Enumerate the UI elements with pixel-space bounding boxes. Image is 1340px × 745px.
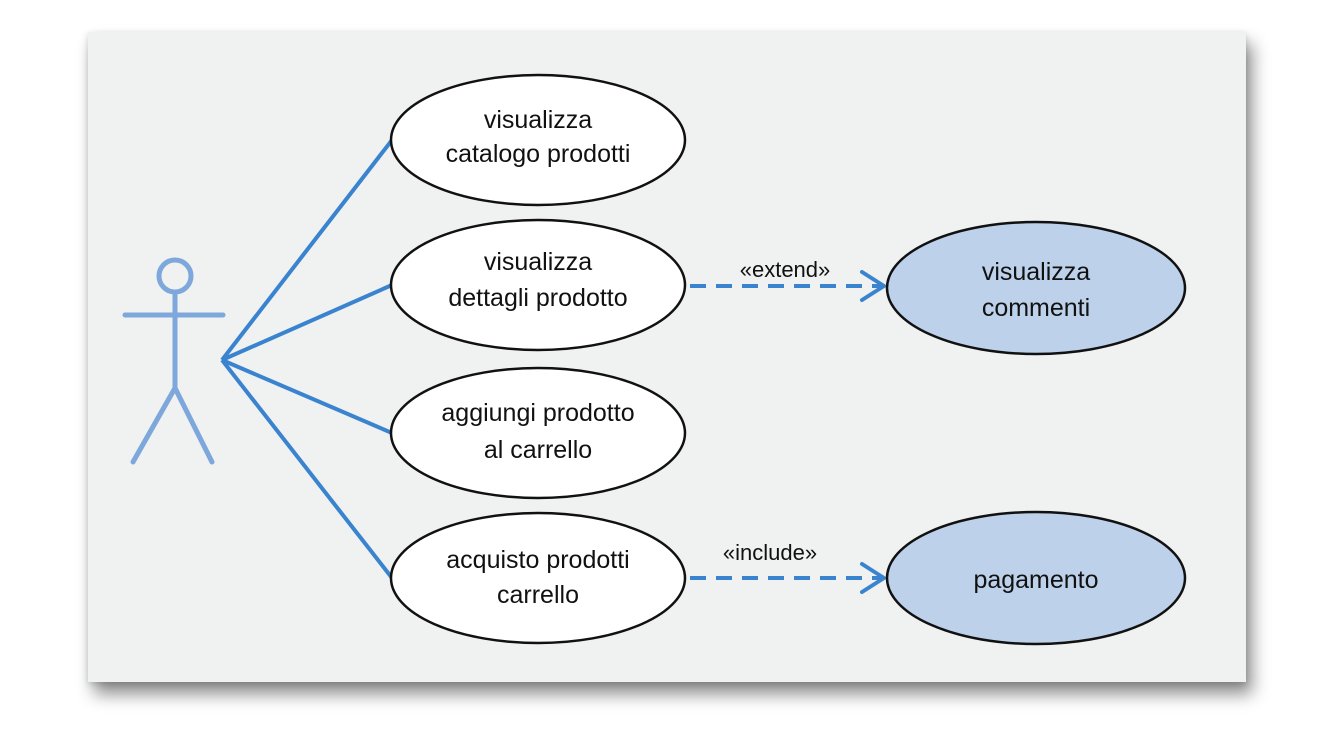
use-case-acquisto-prodotti-carrello: acquisto prodotti carrello [389,511,687,645]
use-case-label: visualizza [484,106,592,134]
use-case-pagamento: pagamento [885,510,1187,646]
use-case-visualizza-catalogo-prodotti: visualizza catalogo prodotti [389,73,687,207]
use-case-visualizza-dettagli-prodotto: visualizza dettagli prodotto [389,218,687,352]
use-case-label: al carrello [484,436,592,464]
use-case-visualizza-commenti: visualizza commenti [885,220,1187,356]
extend-arrowhead-icon [860,270,886,302]
use-case-label: visualizza [484,248,592,276]
use-case-label: acquisto prodotti [446,546,629,574]
use-case-label: carrello [497,581,579,609]
dependency-arrows: «extend» «include» [690,257,886,594]
association-line [220,358,394,580]
use-case-label: pagamento [973,566,1098,594]
extend-label: «extend» [740,257,831,282]
include-label: «include» [723,540,817,565]
association-line [221,283,393,362]
association-line [220,138,394,362]
use-case-label: dettagli prodotto [448,284,627,312]
use-case-label: aggiungi prodotto [441,399,634,427]
actor-stick-figure-icon [122,257,226,465]
association-lines [220,138,394,580]
include-arrowhead-icon [860,562,886,594]
use-case-label: visualizza [982,258,1090,286]
use-case-label: catalogo prodotti [446,140,631,168]
use-case-aggiungi-prodotto-al-carrello: aggiungi prodotto al carrello [389,366,687,500]
use-case-label: commenti [982,294,1090,322]
association-line [221,358,393,435]
